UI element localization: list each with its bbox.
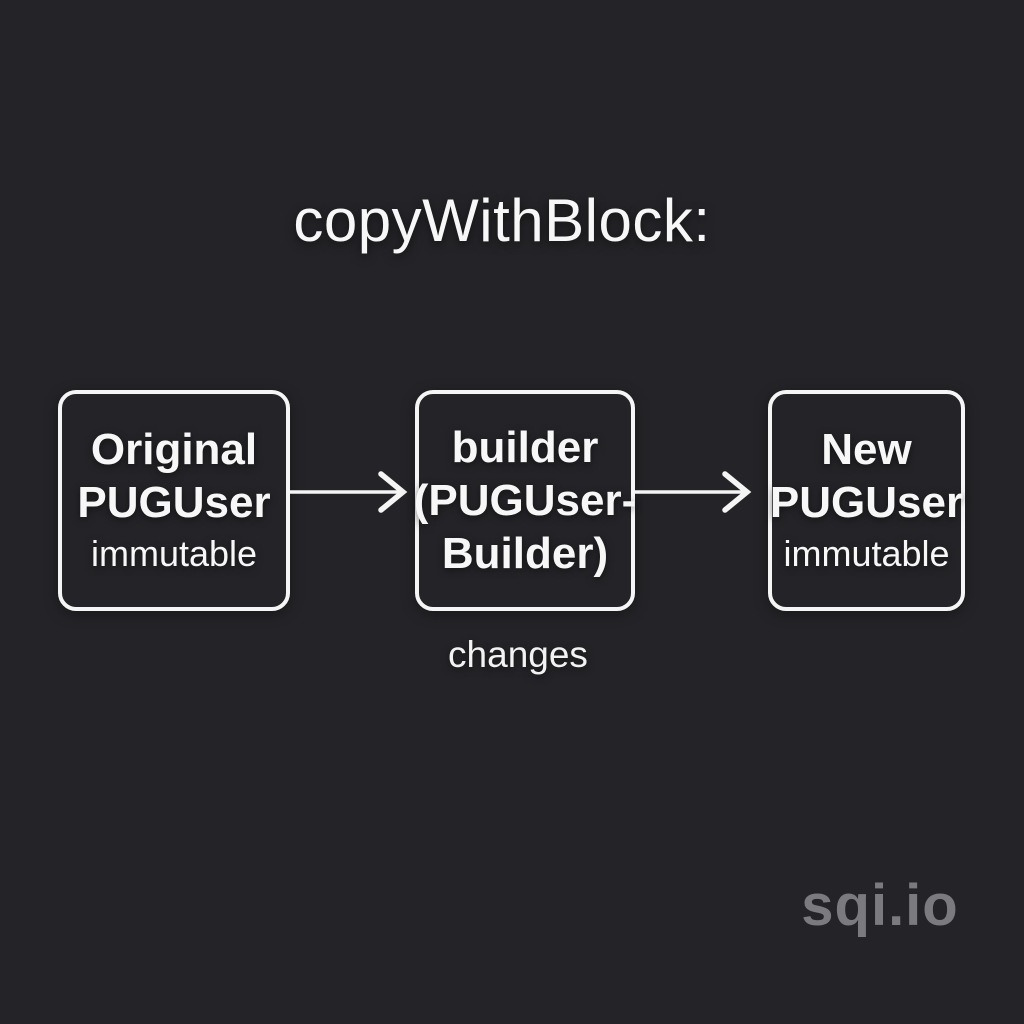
arrow-right-icon bbox=[632, 470, 754, 514]
diagram-title: copyWithBlock: bbox=[293, 187, 711, 254]
box-original-subtitle: immutable bbox=[90, 532, 258, 574]
box-original-line2: PUGUser bbox=[77, 477, 271, 527]
box-original-puguser: Original PUGUser immutable bbox=[58, 390, 290, 611]
arrow-right-icon bbox=[288, 470, 410, 514]
box-builder-line1: builder bbox=[451, 423, 599, 472]
box-builder-line2: (PUGUser- bbox=[413, 476, 637, 525]
box-original-line1: Original bbox=[90, 424, 258, 474]
box-new-line1: New bbox=[821, 424, 912, 474]
box-new-line2: PUGUser bbox=[769, 477, 964, 527]
box-builder-pugbuilder: builder (PUGUser- Builder) bbox=[413, 390, 637, 611]
box-builder-line3: Builder) bbox=[441, 529, 609, 578]
watermark-sqi-io: sqi.io bbox=[801, 873, 959, 938]
box-new-puguser: New PUGUser immutable bbox=[768, 390, 965, 611]
builder-changes-caption: changes bbox=[448, 634, 588, 675]
box-new-subtitle: immutable bbox=[783, 532, 950, 574]
